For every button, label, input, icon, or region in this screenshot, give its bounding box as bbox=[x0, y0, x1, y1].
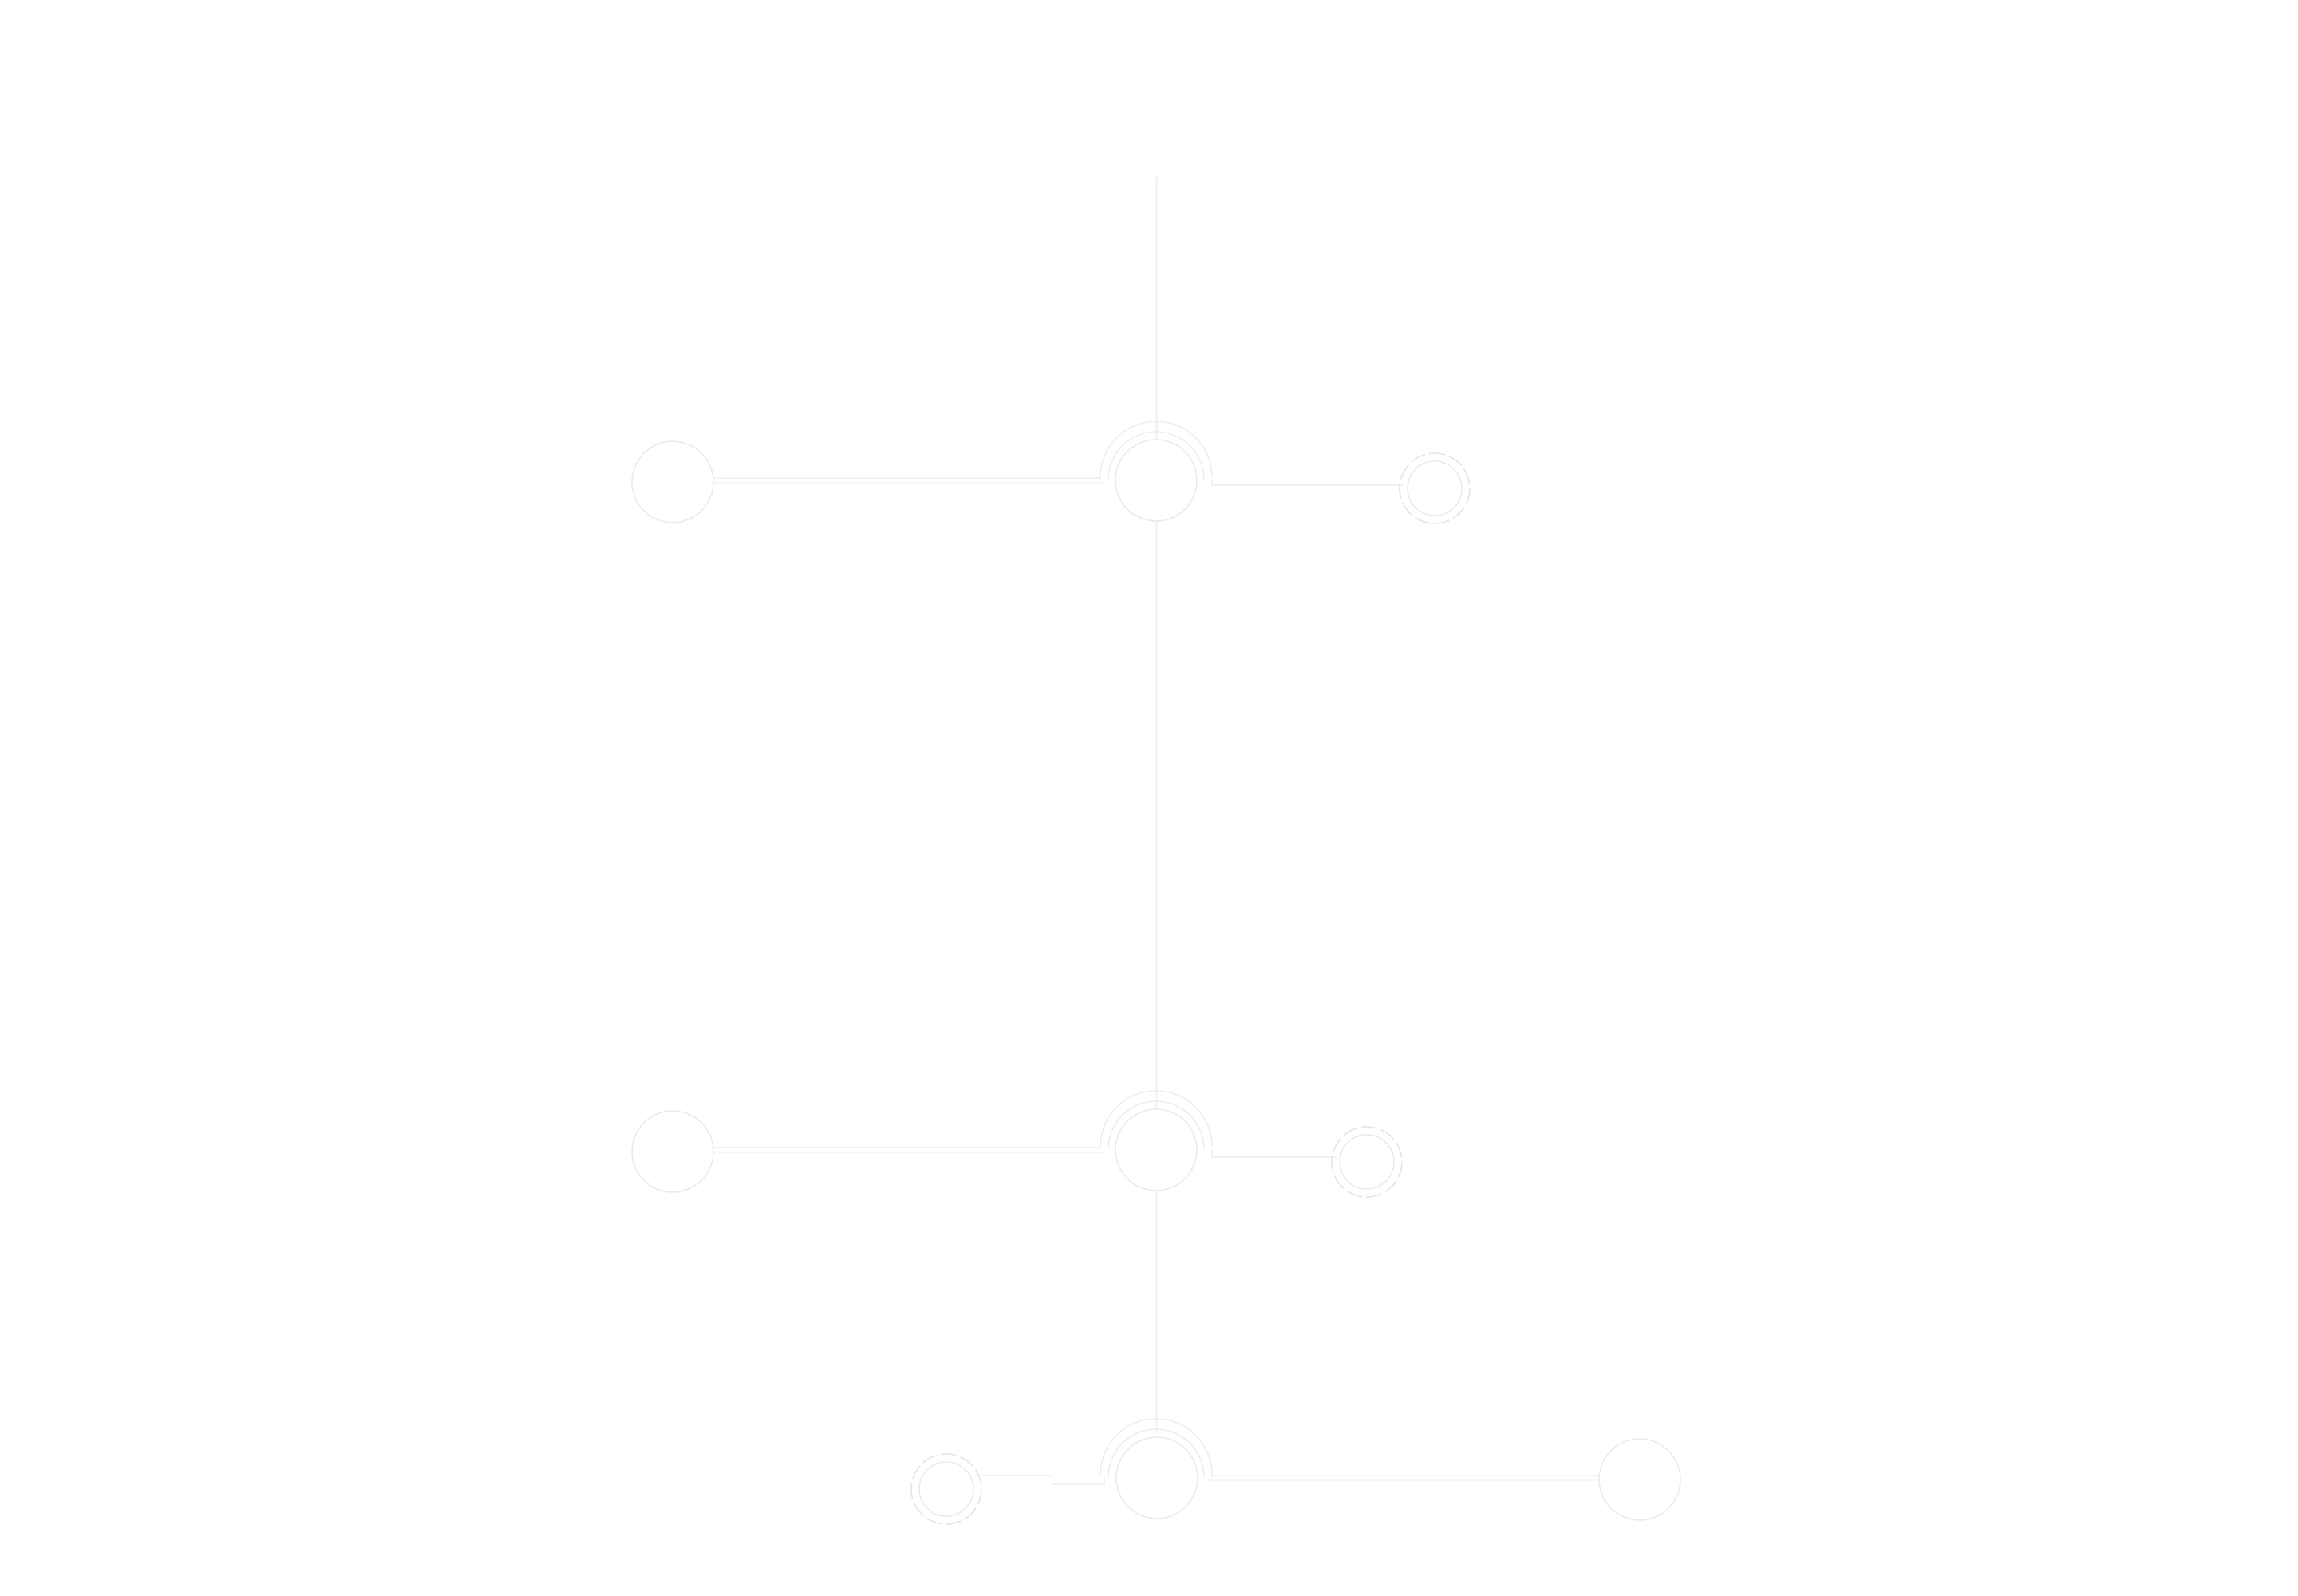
right-node-2-outer-dashed-ring bbox=[1331, 1126, 1403, 1198]
branch-group-2 bbox=[631, 1090, 1403, 1198]
center-node-1-outer-arc bbox=[1100, 421, 1213, 478]
center-node-3 bbox=[1115, 1436, 1198, 1519]
center-node-3-inner-arc bbox=[1108, 1428, 1205, 1478]
branch-group-3 bbox=[910, 1418, 1681, 1525]
right-node-3 bbox=[1598, 1438, 1681, 1521]
left-node-3 bbox=[918, 1461, 974, 1517]
center-node-1 bbox=[1115, 439, 1198, 522]
center-node-2 bbox=[1115, 1108, 1198, 1191]
left-connector-1 bbox=[713, 477, 1101, 480]
left-node-2 bbox=[631, 1110, 714, 1193]
left-node-3-outer-dashed-ring bbox=[910, 1453, 982, 1525]
left-connector-3-lower bbox=[1052, 1477, 1105, 1485]
right-connector-1 bbox=[1211, 480, 1404, 486]
right-node-1 bbox=[1407, 460, 1463, 516]
center-node-2-outer-arc bbox=[1100, 1090, 1213, 1148]
center-node-2-inner-arc bbox=[1108, 1100, 1205, 1150]
center-node-1-inner-arc bbox=[1108, 431, 1205, 480]
right-node-2 bbox=[1339, 1134, 1395, 1190]
center-node-3-outer-arc bbox=[1100, 1418, 1213, 1476]
left-node-1 bbox=[631, 440, 714, 523]
branch-group-1 bbox=[631, 421, 1471, 524]
left-connector-2 bbox=[713, 1147, 1101, 1149]
right-connector-3 bbox=[1211, 1475, 1599, 1477]
right-connector-2 bbox=[1211, 1149, 1337, 1158]
right-node-1-outer-dashed-ring bbox=[1399, 452, 1471, 524]
